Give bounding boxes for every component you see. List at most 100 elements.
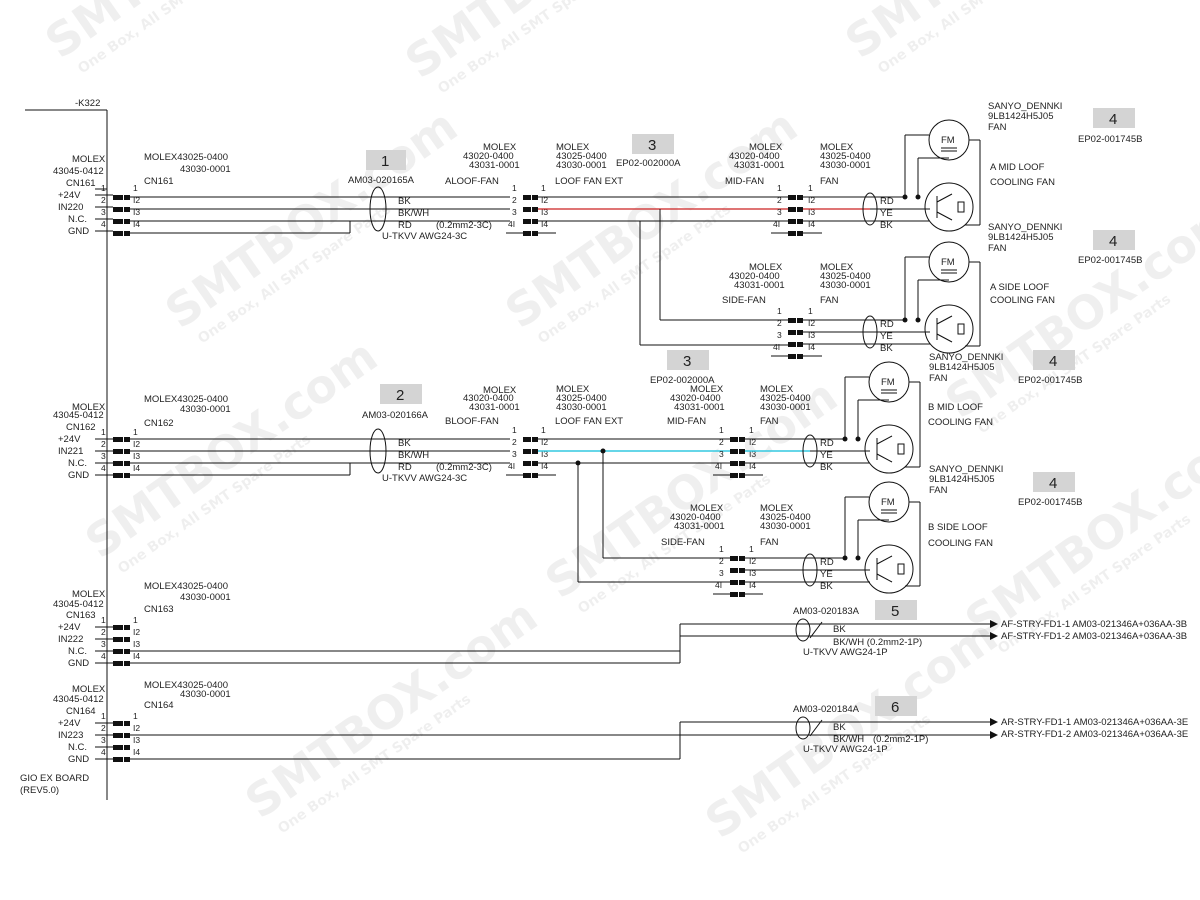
relay-ep: EP02-002000A [616,158,681,169]
cable-bundle [862,192,878,226]
svg-text:EP02-001745B: EP02-001745B [1018,375,1082,386]
svg-text:43025-0400: 43025-0400 [760,512,811,523]
cable-bundle [795,618,811,642]
svg-text:FAN: FAN [929,485,948,496]
svg-text:1: 1 [749,544,754,554]
svg-text:FM: FM [941,257,955,268]
svg-text:2: 2 [101,723,106,733]
svg-text:3: 3 [512,207,517,217]
svg-text:MOLEX: MOLEX [760,384,794,395]
svg-text:2: 2 [719,437,724,447]
svg-text:I4: I4 [808,219,815,229]
svg-text:3: 3 [101,735,106,745]
svg-text:1: 1 [541,425,546,435]
fan-a-mid: SANYO_DENNKI 9LB1424H5J05 FAN 4 EP02-001… [725,101,1142,236]
svg-text:FM: FM [881,377,895,388]
svg-text:RD: RD [820,438,834,449]
tag-box [380,384,422,404]
dest-label: AR-STRY-FD1-1 AM03-021346A+036AA-3E [1001,717,1188,728]
svg-text:I4: I4 [749,580,756,590]
fan-b-side: SANYO_DENNKI 9LB1424H5J05 FAN 4 EP02-001… [661,464,1082,597]
svg-text:3: 3 [777,330,782,340]
svg-text:U-TKVV AWG24-1P: U-TKVV AWG24-1P [803,647,888,658]
svg-text:MOLEX: MOLEX [820,262,854,273]
connector-pins [730,556,745,597]
svg-text:I3: I3 [749,449,756,459]
svg-text:43045-0412: 43045-0412 [53,410,104,421]
svg-text:BK: BK [880,343,893,354]
svg-text:I2: I2 [133,627,140,637]
svg-text:MID-FAN: MID-FAN [725,176,764,187]
svg-text:43020-0400: 43020-0400 [729,151,780,162]
svg-text:43030-0001: 43030-0001 [556,160,607,171]
svg-text:FAN: FAN [820,176,839,187]
svg-text:BK/WH (0.2mm2-1P): BK/WH (0.2mm2-1P) [833,637,922,648]
svg-text:4I: 4I [715,580,722,590]
svg-text:1: 1 [101,427,106,437]
svg-text:I2: I2 [541,195,548,205]
svg-text:BK: BK [398,438,411,449]
relay-b: 3 EP02-002000A MOLEX 43020-0400 43031-00… [445,350,730,583]
cable-spec: (0.2mm2-3C) [436,220,492,231]
svg-text:I4: I4 [808,342,815,352]
svg-text:43030-0001: 43030-0001 [760,521,811,532]
svg-text:43020-0400: 43020-0400 [729,271,780,282]
svg-text:I3: I3 [133,207,140,217]
svg-text:3: 3 [101,639,106,649]
svg-text:I2: I2 [749,437,756,447]
pin-numbers-board: 1 2 3 4 1 I2 I3 I4 [101,183,140,229]
svg-text:3: 3 [777,207,782,217]
svg-text:1: 1 [512,425,517,435]
wire-bkwh: BK/WH [398,208,429,219]
svg-text:4: 4 [1049,475,1057,492]
svg-text:MOLEX43025-0400: MOLEX43025-0400 [144,394,228,405]
board-molex: MOLEX [72,154,106,165]
svg-text:1: 1 [719,544,724,554]
watermark-text: SMTBOX.com [235,588,547,829]
svg-text:4I: 4I [508,219,515,229]
svg-text:I4: I4 [749,461,756,471]
svg-text:MOLEX: MOLEX [556,142,590,153]
cable-type: U-TKVV AWG24-3C [382,231,467,242]
board-name: GIO EX BOARD [20,773,89,784]
svg-text:I4: I4 [133,651,140,661]
svg-text:FAN: FAN [929,373,948,384]
cable-bundle [369,186,387,232]
svg-text:43030-0001: 43030-0001 [556,402,607,413]
svg-text:4: 4 [1049,353,1057,370]
tag-box [1093,108,1135,128]
svg-text:1: 1 [808,183,813,193]
svg-text:RD: RD [398,462,412,473]
svg-text:MOLEX: MOLEX [556,384,590,395]
tag-box [667,350,709,370]
svg-text:43020-0400: 43020-0400 [463,151,514,162]
svg-text:RD: RD [880,196,894,207]
svg-text:FAN: FAN [820,295,839,306]
svg-text:2: 2 [101,195,106,205]
svg-text:AM03-020183A: AM03-020183A [793,606,860,617]
svg-text:MID-FAN: MID-FAN [667,416,706,427]
tag-box [875,696,917,716]
svg-text:6: 6 [891,699,899,716]
svg-text:BK: BK [820,462,833,473]
pin-label-nc: N.C. [68,214,87,225]
plug-cn: CN161 [144,176,174,187]
svg-text:43030-0001: 43030-0001 [180,592,231,603]
svg-text:MOLEX: MOLEX [820,142,854,153]
svg-text:4: 4 [101,463,106,473]
svg-text:IN223: IN223 [58,730,83,741]
svg-text:43030-0001: 43030-0001 [180,404,231,415]
svg-text:4: 4 [1109,233,1117,250]
circuit-cn164: MOLEX 43045-0412 CN164 +24V IN223 N.C. G… [53,680,1188,765]
svg-text:CN162: CN162 [66,422,96,433]
svg-text:U-TKVV AWG24-3C: U-TKVV AWG24-3C [382,473,467,484]
tag-box [1093,230,1135,250]
svg-text:1: 1 [749,425,754,435]
svg-text:2: 2 [101,627,106,637]
svg-text:IN221: IN221 [58,446,83,457]
dest-label: AR-STRY-FD1-2 AM03-021346A+036AA-3E [1001,729,1188,740]
dest-label: AF-STRY-FD1-1 AM03-021346A+036AA-3B [1001,619,1187,630]
svg-text:RD: RD [880,319,894,330]
svg-text:1: 1 [101,183,106,193]
fan-transistor [864,424,914,474]
